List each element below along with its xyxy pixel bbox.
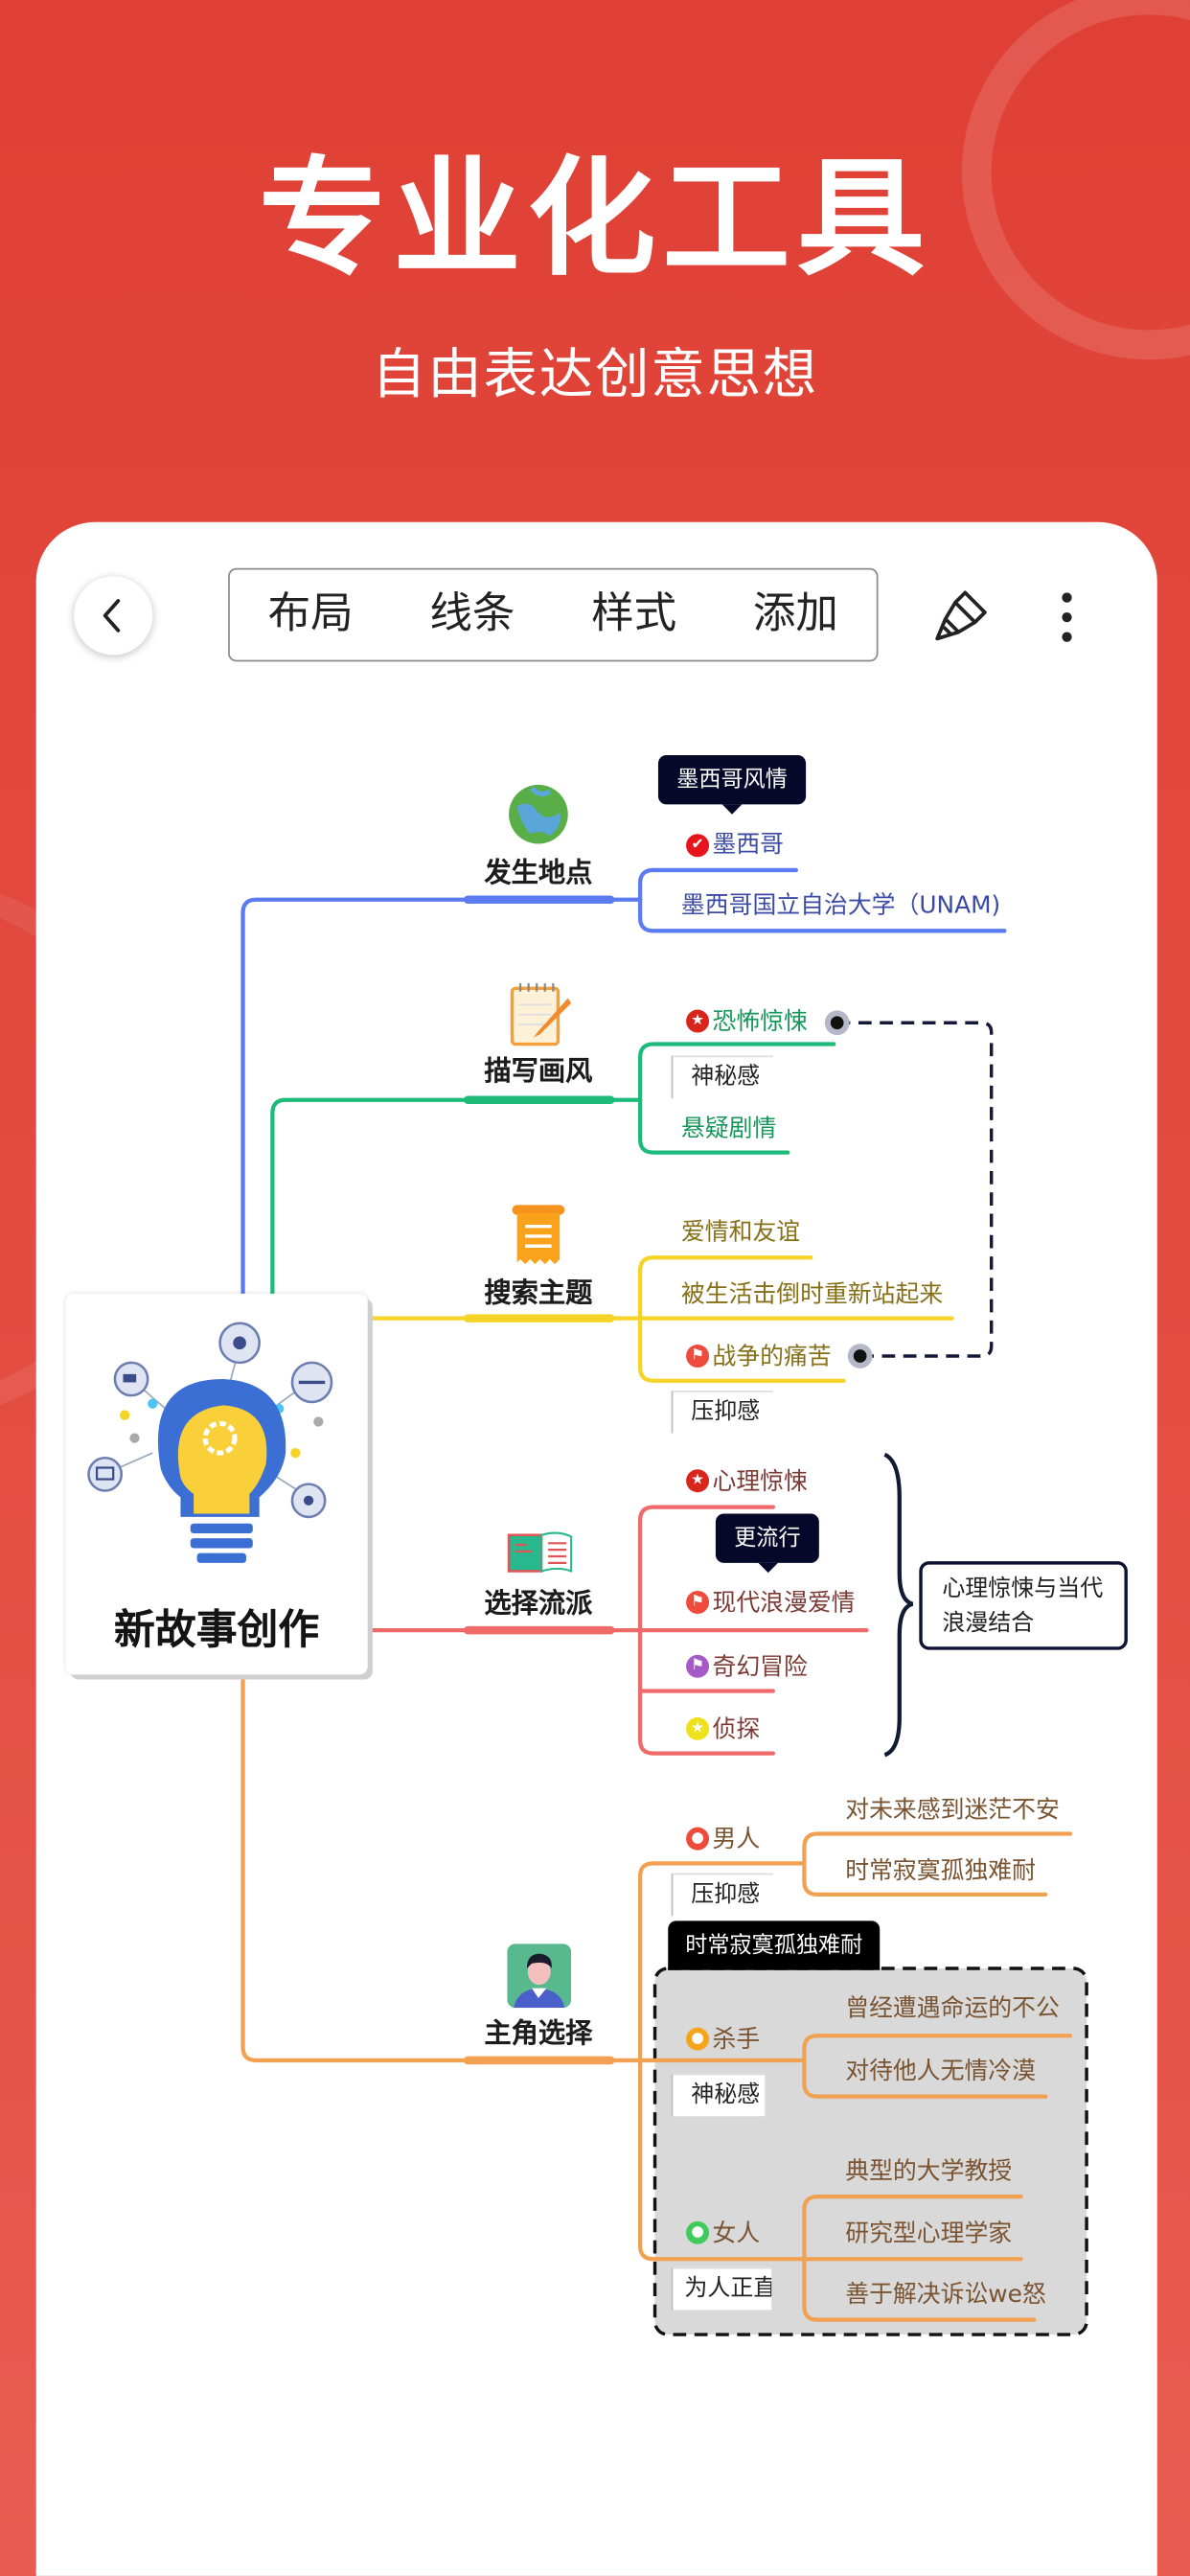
topic-node[interactable]: 杀手 [712, 2027, 761, 2055]
branch-lines-protagonist [240, 1668, 1073, 2322]
topic-node[interactable]: 研究型心理学家 [845, 2220, 1013, 2248]
more-vertical-icon[interactable] [1050, 587, 1083, 647]
topic-node[interactable]: 墨西哥 [712, 832, 785, 859]
topic-node[interactable]: 曾经遭遇命运的不公 [845, 1996, 1060, 2023]
summary-brace [883, 1452, 914, 1758]
toolbar-tabs: 布局 线条 样式 添加 [228, 567, 879, 662]
summary-node[interactable]: 心理惊悚与当代浪漫结合 [919, 1561, 1128, 1650]
topic-node[interactable]: 对待他人无情冷漠 [845, 2058, 1036, 2085]
branch-lines-style [270, 1042, 836, 1300]
topic-node[interactable]: 奇幻冒险 [712, 1654, 808, 1682]
person-marker-icon: ● [686, 2220, 710, 2244]
branch-label-protagonist[interactable]: 主角选择 [484, 2017, 593, 2049]
back-button[interactable] [74, 576, 153, 656]
page-title: 专业化工具 [258, 146, 932, 294]
branch-lines-location [240, 867, 1007, 1300]
avatar-icon [507, 1944, 572, 2009]
topic-node[interactable]: 爱情和友谊 [680, 1219, 801, 1247]
topic-node[interactable]: 善于解决诉讼we怒 [845, 2282, 1046, 2309]
topic-node[interactable]: 战争的痛苦 [712, 1345, 832, 1371]
topic-node[interactable]: 对未来感到迷茫不安 [845, 1797, 1060, 1825]
tab-lines[interactable]: 线条 [429, 589, 515, 639]
chevron-left-icon [103, 599, 121, 632]
note-label[interactable]: 为人正直 [671, 2266, 772, 2311]
topic-node[interactable]: 现代浪漫爱情 [712, 1590, 856, 1618]
flag-marker-icon: ⚑ [686, 1654, 710, 1678]
brush-icon[interactable] [929, 583, 995, 649]
flag-marker-icon: ⚑ [686, 1590, 710, 1614]
branch-label-style[interactable]: 描写画风 [484, 1055, 593, 1088]
page-subtitle: 自由表达创意思想 [372, 341, 818, 406]
root-node[interactable]: 新故事创作 [65, 1293, 368, 1675]
topic-node[interactable]: 侦探 [712, 1716, 761, 1744]
tab-style[interactable]: 样式 [591, 589, 677, 639]
check-marker-icon: ✔ [686, 834, 710, 858]
scroll-icon [512, 1205, 565, 1265]
star-marker-icon: ★ [686, 1009, 710, 1033]
topic-node[interactable]: 时常寂寞孤独难耐 [845, 1858, 1036, 1885]
person-marker-icon: ● [686, 1827, 710, 1851]
note-label[interactable]: 压抑感 [671, 1390, 773, 1434]
star-marker-icon: ★ [686, 1469, 710, 1493]
branch-label-theme[interactable]: 搜索主题 [484, 1276, 593, 1309]
star-marker-icon: ★ [686, 1716, 710, 1740]
book-icon [507, 1531, 573, 1573]
topic-node[interactable]: 女人 [712, 2220, 761, 2248]
topic-node[interactable]: 墨西哥国立自治大学（UNAM) [680, 892, 1001, 920]
tab-add[interactable]: 添加 [752, 589, 838, 639]
tab-layout[interactable]: 布局 [267, 589, 354, 639]
topic-node[interactable]: 悬疑剧情 [680, 1116, 777, 1143]
branch-label-genre[interactable]: 选择流派 [484, 1587, 593, 1620]
flag-marker-icon: ⚑ [686, 1345, 710, 1368]
globe-icon [509, 784, 568, 844]
note-label[interactable]: 神秘感 [671, 1055, 773, 1099]
notepad-icon [510, 983, 572, 1046]
lightbulb-idea-icon [87, 1322, 333, 1563]
topic-node[interactable]: 典型的大学教授 [845, 2158, 1013, 2186]
note-label[interactable]: 压抑感 [671, 1873, 773, 1917]
branch-label-location[interactable]: 发生地点 [484, 857, 593, 888]
note-label[interactable]: 神秘感 [671, 2073, 766, 2117]
topic-node[interactable]: 男人 [712, 1827, 761, 1854]
branch-lines-theme [362, 1255, 954, 1383]
topic-node[interactable]: 恐怖惊悚 [712, 1009, 808, 1036]
topic-node[interactable]: 被生活击倒时重新站起来 [680, 1281, 944, 1309]
topic-node[interactable]: 心理惊悚 [712, 1469, 808, 1496]
callout-tooltip[interactable]: 墨西哥风情 [657, 755, 807, 815]
person-marker-icon: ● [686, 2027, 710, 2051]
boundary-title[interactable]: 时常寂寞孤独难耐 [668, 1920, 881, 1970]
callout-tooltip[interactable]: 更流行 [715, 1513, 819, 1574]
branch-lines-genre [362, 1505, 869, 1756]
root-node-label: 新故事创作 [114, 1605, 320, 1654]
